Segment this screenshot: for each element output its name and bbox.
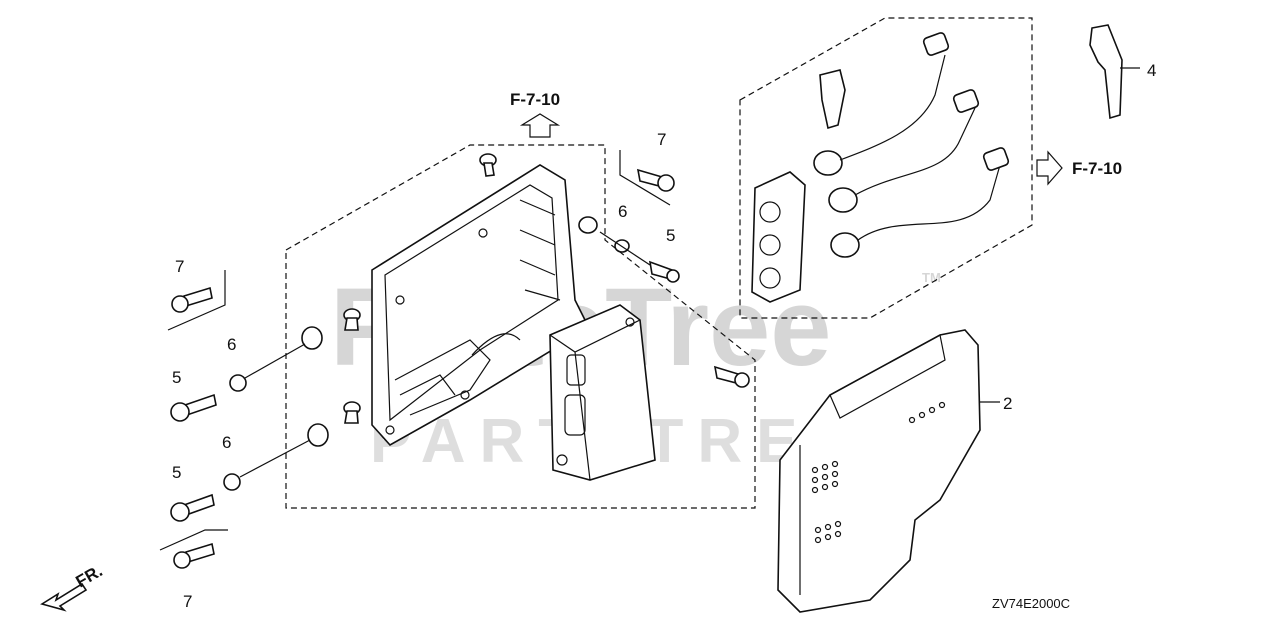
callout-left-screw-upper: 5 [172, 368, 181, 387]
top-bolt [619, 150, 675, 206]
left-lower-bolt [159, 529, 228, 569]
wire-clip [1089, 24, 1140, 120]
ignition-coil-boundary [739, 17, 1033, 319]
callout-clip: 4 [1147, 61, 1156, 80]
left-upper-bolt [167, 270, 226, 331]
callout-top-screw: 5 [666, 226, 675, 245]
top-reference-label: F-7-10 [510, 90, 560, 109]
callout-left-washer-upper: 6 [227, 335, 236, 354]
front-marker: FR. [40, 561, 106, 612]
diagram-code: ZV74E2000C [992, 596, 1070, 611]
front-arrow-icon [40, 582, 88, 612]
callout-cover: 2 [1003, 394, 1012, 413]
frame-top-bolt [479, 153, 497, 177]
left-lower-fasteners [170, 423, 329, 522]
frame-pins [343, 308, 361, 424]
callout-left-bolt-upper: 7 [175, 257, 184, 276]
right-frame-screw [713, 365, 750, 388]
cover-vents [811, 401, 946, 544]
callout-top-bolt: 7 [657, 130, 666, 149]
ignition-coil-harness [751, 32, 1010, 303]
upper-grommet-assembly [578, 216, 680, 283]
right-reference: F-7-10 [1036, 150, 1122, 186]
callout-top-washer: 6 [618, 202, 627, 221]
up-arrow-icon [519, 113, 561, 138]
callout-labels: 7 6 5 7 6 5 6 5 7 4 2 [172, 61, 1156, 611]
right-arrow-icon [1036, 150, 1063, 186]
top-reference: F-7-10 [510, 90, 561, 138]
callout-left-screw-lower: 5 [172, 463, 181, 482]
right-reference-label: F-7-10 [1072, 159, 1122, 178]
watermark-tm: TM [922, 270, 941, 285]
left-upper-fasteners [170, 326, 323, 422]
assembly-boundary [285, 144, 756, 509]
callout-left-bolt-lower: 7 [183, 592, 192, 611]
inverter-module [549, 304, 656, 481]
side-cover [777, 329, 1000, 613]
callout-left-washer-lower: 6 [222, 433, 231, 452]
